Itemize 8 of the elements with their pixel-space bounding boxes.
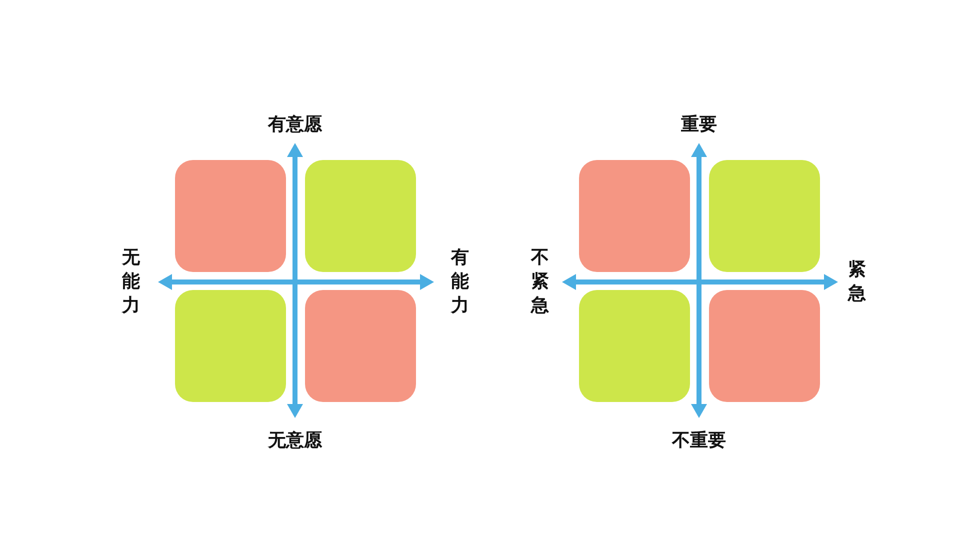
axis-label: 不紧急	[530, 246, 550, 318]
axis-label: 不重要	[672, 430, 726, 452]
axis-label: 无意愿	[268, 430, 322, 452]
axis-label: 重要	[681, 114, 717, 136]
axis-label: 有能力	[450, 246, 470, 318]
axis-label: 紧急	[848, 258, 866, 306]
axis-label: 有意愿	[268, 114, 322, 136]
axis-label: 无能力	[122, 246, 140, 318]
